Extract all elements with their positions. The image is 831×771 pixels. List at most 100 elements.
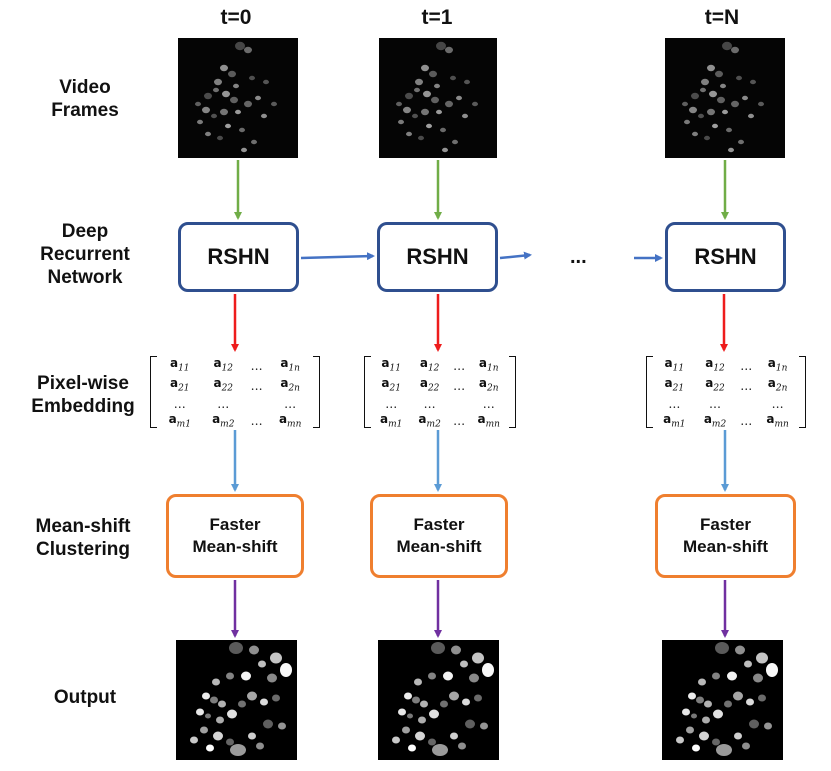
cell-nucleus [700,87,706,93]
rshn-box-t1: RSHN [377,222,498,292]
cell-nucleus [220,108,228,116]
row-label-output: Output [53,687,117,708]
cell-nucleus [452,139,458,145]
segmented-cell [734,732,742,740]
cell-nucleus [195,101,201,107]
video-frame-t0 [178,38,298,158]
segmented-cell [404,692,412,700]
segmented-cell [692,744,700,752]
cell-nucleus [691,92,699,100]
cell-nucleus [261,113,267,119]
segmented-cell [407,713,413,719]
segmented-cell [482,663,494,677]
cell-nucleus [731,46,739,54]
cell-nucleus [707,64,715,72]
segmented-cell [746,698,754,706]
cell-nucleus [445,46,453,54]
segmented-cell [749,719,759,729]
segmented-cell [440,700,448,708]
cell-nucleus [235,41,245,51]
segmented-cell [205,713,211,719]
segmented-cell [229,642,243,654]
cell-nucleus [202,106,210,114]
segmented-cell [474,694,482,702]
segmented-cell [727,671,737,681]
segmented-cell [462,698,470,706]
cell-nucleus [731,100,739,108]
segmented-cell [753,673,763,683]
cell-nucleus [684,119,690,125]
cell-nucleus [436,41,446,51]
cell-nucleus [736,75,742,81]
segmentation-image [676,642,778,756]
segmented-cell [715,642,729,654]
segmented-cell [480,722,488,730]
cell-nucleus [742,95,748,101]
cell-nucleus [715,70,723,78]
segmented-cell [472,652,484,664]
cell-nucleus [405,92,413,100]
output-image-t1 [378,640,499,760]
cell-nucleus [429,70,437,78]
segmented-cell [766,663,778,677]
cell-nucleus [462,113,468,119]
cell-nucleus [396,101,402,107]
segmented-cell [402,726,410,734]
segmented-cell [676,736,684,744]
cell-nucleus [228,70,236,78]
cell-nucleus [225,123,231,129]
segmented-cell [465,719,475,729]
cell-nucleus [423,90,431,98]
cell-nucleus [217,135,223,141]
segmented-cell [247,691,257,701]
cell-nucleus [244,46,252,54]
segmented-cell [249,645,259,655]
cell-nucleus [748,113,754,119]
segmented-cell [278,722,286,730]
segmented-cell [688,692,696,700]
segmented-cell [431,642,445,654]
cell-nucleus [450,75,456,81]
cell-nucleus [406,131,412,137]
segmented-cell [742,742,750,750]
cell-nucleus [230,96,238,104]
cell-frame-image [682,41,764,153]
segmented-cell [398,708,406,716]
segmented-cell [227,709,237,719]
segmented-cell [263,719,273,729]
cell-nucleus [431,96,439,104]
segmented-cell [218,700,226,708]
segmented-cell [196,708,204,716]
segmented-cell [210,696,218,704]
cell-nucleus [211,113,217,119]
segmented-cell [686,726,694,734]
segmented-cell [429,709,439,719]
segmented-cell [712,672,720,680]
cell-nucleus [418,135,424,141]
cell-nucleus [692,131,698,137]
cell-nucleus [235,109,241,115]
segmented-cell [248,732,256,740]
segmented-cell [704,700,712,708]
segmented-cell [270,652,282,664]
segmented-cell [418,716,426,724]
segmented-cell [415,731,425,741]
cell-nucleus [689,106,697,114]
cell-nucleus [255,95,261,101]
cell-nucleus [263,79,269,85]
rshn-box-tn: RSHN [665,222,786,292]
cell-nucleus [204,92,212,100]
cell-nucleus [414,87,420,93]
cell-nucleus [698,113,704,119]
cell-nucleus [434,83,440,89]
segmented-cell [449,691,459,701]
segmented-cell [716,744,732,756]
cell-nucleus [426,123,432,129]
cell-nucleus [717,96,725,104]
cell-nucleus [682,101,688,107]
cell-nucleus [704,135,710,141]
output-image-t0 [176,640,297,760]
